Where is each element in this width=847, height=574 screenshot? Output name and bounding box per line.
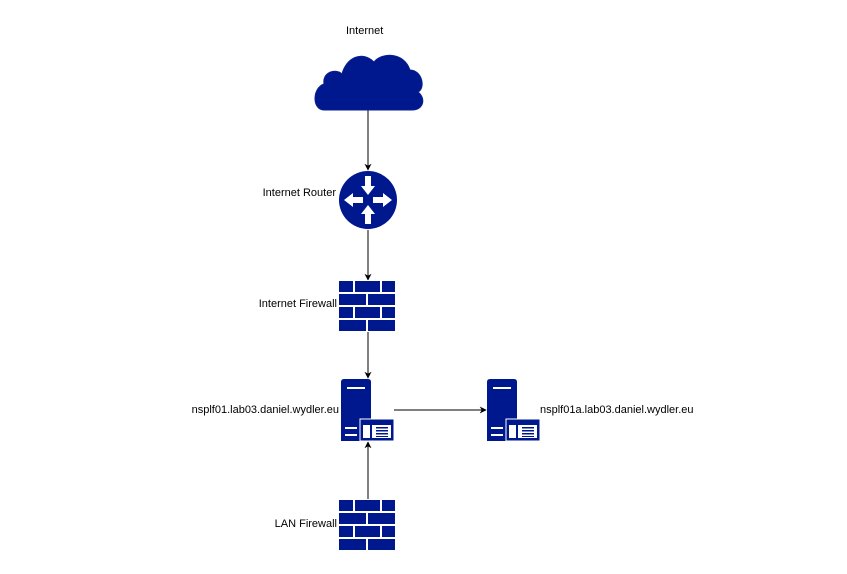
firewall-icon[interactable] — [338, 499, 396, 551]
node-label-nsplf01: nsplf01.lab03.daniel.wydler.eu — [191, 404, 339, 416]
node-label-nsplf01a: nsplf01a.lab03.daniel.wydler.eu — [540, 404, 694, 416]
node-label-internet: Internet — [346, 25, 384, 37]
node-label-router: Internet Router — [262, 187, 336, 199]
firewall-icon[interactable] — [338, 280, 396, 332]
cloud-icon[interactable] — [314, 54, 424, 111]
server-icon[interactable] — [341, 379, 395, 442]
node-label-internet-firewall: Internet Firewall — [258, 298, 337, 310]
router-icon[interactable] — [339, 171, 397, 229]
server-icon[interactable] — [487, 379, 541, 442]
node-label-lan-firewall: LAN Firewall — [274, 518, 337, 530]
